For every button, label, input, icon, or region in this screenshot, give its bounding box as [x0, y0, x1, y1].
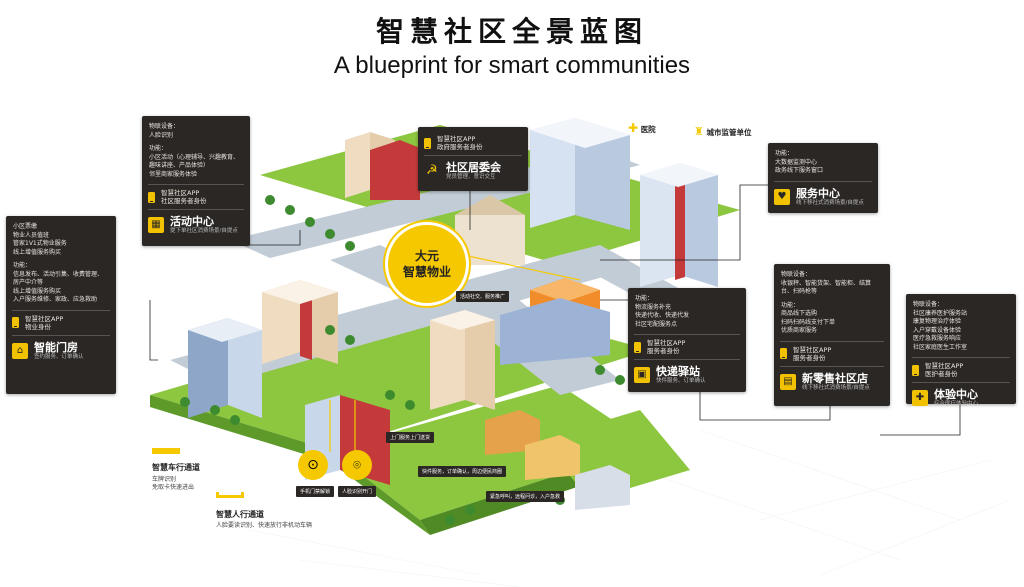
smart-gate-panel: 小区票缴 物业人员值班 管家1V1式物业服务 线上增值服务购买 功能： 信息发布… [6, 216, 116, 394]
phone-icon [780, 348, 787, 359]
tag-activity-service: 活动社交、服务推广 [456, 291, 510, 302]
category-health: ✚ 体验中心综合医疗体验中心 [912, 382, 1010, 412]
tag-home-service: 上门服务上门送货 [386, 432, 435, 443]
legend-pedestrian-label: 智慧人行通道 [216, 510, 264, 519]
phone-icon [148, 191, 155, 203]
face-scan-icon: ⌾ [342, 450, 372, 480]
pedestrian-gate-icon [216, 492, 244, 498]
tag-express-order: 快件服务，订单确认，周边便民商圈 [418, 466, 507, 477]
category-gate: ⌂ 智能门房签约服务、订单确认 [12, 334, 110, 365]
hammer-sickle-icon: ☭ [426, 163, 438, 178]
vehicle-gate-icon [152, 448, 180, 454]
feature-face-access: 手机门禁解锁 [296, 486, 335, 497]
category-retail: ▤ 新零售社区店线下移社式消费场景/自提点 [780, 365, 884, 396]
cross-icon: ✚ [628, 121, 639, 135]
activity-center-panel: 物联设备： 人脸识别 功能： 小区活动（心理辅导、兴趣教育、 趣味讲座、产品体验… [142, 116, 250, 246]
feature-face-door: 人脸识别开门 [338, 486, 377, 497]
category-committee: ☭ 社区居委会党员管理、意识交互 [424, 155, 522, 185]
hospital-label: ✚ 医院 [628, 121, 656, 135]
page-title: 智慧社区全景蓝图 [375, 15, 648, 48]
category-activity: ▦ 活动中心提下单社区消费场景/自提点 [148, 209, 244, 239]
heart-icon: ♥ [774, 188, 790, 205]
medical-icon: ✚ [912, 390, 928, 406]
page-subtitle: A blueprint for smart communities [333, 52, 691, 79]
panel-text: 功能： 信息发布、活动引集、收费管理、 房产中介等 线上增值服务购买 入户服务维… [13, 262, 104, 303]
city-mgmt-label: ♜ 城市监管单位 [694, 125, 752, 138]
shop-icon: ▤ [780, 373, 796, 390]
panel-text: 物联设备： 人脸识别 [149, 123, 180, 139]
phone-icon [634, 341, 641, 353]
network-background [249, 429, 1011, 587]
phone-unlock-icon: ⊙ [298, 450, 328, 480]
legend-vehicle-desc: 车牌识别 免取卡快速进出 [152, 476, 195, 491]
tag-emergency: 紧急呼叫，远程问诊，入户急救 [486, 491, 565, 502]
phone-icon [912, 364, 919, 376]
phone-icon [12, 317, 19, 328]
health-panel: 物联设备： 社区康养医护服务站 康复物理治疗体验 入户穿戴设备体验 医疗急救服务… [906, 294, 1016, 407]
category-service: ♥ 服务中心线下移社式消费场景/自提点 [774, 180, 872, 211]
buildings [188, 118, 718, 510]
building-icon: ▦ [148, 217, 164, 233]
phone-icon [424, 137, 431, 149]
panel-text: 功能： 大数据监测中心 政务线下服务窗口 [775, 150, 824, 174]
smart-property-badge: 大元 智慧物业 [385, 222, 469, 306]
retail-panel: 物联设备： 收银秤、智能货架、智能柜、结算 台、扫码枪等 功能： 商品线下选购 … [774, 264, 890, 406]
category-express: ▣ 快递驿站快件服务、订单确认 [634, 359, 740, 389]
police-badge-icon: ♜ [694, 125, 704, 138]
panel-text: 功能： 商品线下选购 扫码扫码线支付下单 优质商家服务 [781, 301, 836, 335]
panel-text: 功能： 物流服务补充 快递代收、快递代发 社区宅配服务点 [635, 295, 690, 328]
service-center-panel: 功能： 大数据监测中心 政务线下服务窗口 ♥ 服务中心线下移社式消费场景/自提点 [768, 143, 878, 213]
panel-text: 物联设备： 社区康养医护服务站 康复物理治疗体验 入户穿戴设备体验 医疗急救服务… [913, 301, 968, 351]
panel-text: 小区票缴 物业人员值班 管家1V1式物业服务 线上增值服务购买 [13, 223, 67, 256]
panel-text: 功能： 小区活动（心理辅导、兴趣教育、 趣味讲座、产品体验） 邻里商家服务体验 [149, 145, 240, 178]
legend-pedestrian-desc: 人脸要读识别、快速放行非机动车辆 [216, 522, 313, 529]
gate-icon: ⌂ [12, 342, 28, 359]
panel-text: 物联设备： 收银秤、智能货架、智能柜、结算 台、扫码枪等 [781, 271, 872, 295]
legend-vehicle-label: 智慧车行通道 [152, 463, 200, 472]
delivery-truck-icon: ▣ [634, 367, 650, 383]
